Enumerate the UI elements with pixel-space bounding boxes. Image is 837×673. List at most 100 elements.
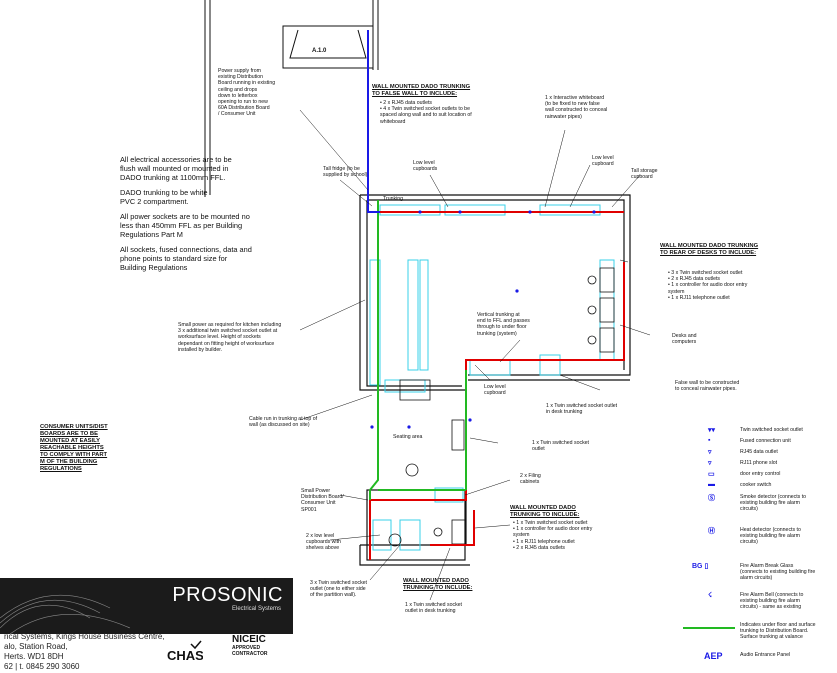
title-line: WALL MOUNTED DADO — [403, 578, 469, 584]
legend-text-line: RJ11 phone slot — [740, 460, 778, 466]
legend-text-line: (connects to existing building fire — [740, 569, 816, 575]
note-line: Low level — [484, 384, 506, 390]
logo-graphic — [0, 594, 131, 634]
note-line: Desks and — [672, 333, 697, 339]
note-line: 60A Distribution Board — [218, 105, 270, 112]
note-line: dependant on fitting height of worksurfa… — [178, 340, 275, 347]
fittings — [369, 204, 615, 551]
general-note-line: flush wall mounted or mounted in — [120, 164, 229, 173]
note-line: 2 x low level — [306, 533, 335, 539]
note-line: 1 x Twin switched socket — [405, 602, 462, 608]
general-note-line: All power sockets are to be mounted no — [120, 212, 250, 221]
general-note-line: Regulations Part M — [120, 230, 183, 239]
legend-text-line: existing building fire alarm — [740, 500, 800, 506]
note-line: supplied by school) — [323, 172, 368, 179]
address-line: rical Systems, Kings House Business Cent… — [4, 632, 165, 641]
list-item: • 2 x RJ45 data outlets — [513, 544, 565, 551]
general-note-line: PVC 2 compartment. — [120, 197, 189, 206]
trunking-note: Trunking — [383, 196, 403, 202]
note-line: outlet (one to either side — [310, 586, 366, 593]
legend-text-line: Twin switched socket outlet — [740, 427, 803, 433]
title-line: M OF THE BUILDING — [40, 459, 98, 465]
general-note-line: DADO trunking to be white — [120, 188, 208, 197]
company-tagline: Electrical Systems — [231, 606, 281, 612]
note-line: cupboard — [484, 390, 506, 397]
small-power-note: Small power as required for kitchen incl… — [178, 322, 281, 353]
list-item: • 1 x Twin switched socket outlet — [513, 520, 588, 526]
niceic-text: NICEIC — [232, 634, 266, 645]
note-line: to conceal rainwater pipes. — [675, 386, 737, 393]
false-wall-trunking-list: • 2 x RJ45 data outlets• 4 x Twin switch… — [380, 100, 472, 125]
note-line: Tall fridge (to be — [323, 166, 360, 172]
legend-text: door entry control — [740, 471, 780, 477]
note-line: worksurface level. Height of sockets — [178, 334, 261, 341]
desks — [388, 267, 615, 547]
legend-symbol: ▿ — [708, 460, 712, 467]
general-note-line: less than 450mm FFL as per Building — [120, 221, 243, 230]
legend-text-line: circuits) — [740, 506, 758, 512]
legend-symbol: ▿ — [708, 449, 712, 456]
note-line: rainwater pipes) — [545, 113, 582, 120]
legend-text-line: door entry control — [740, 471, 781, 477]
note-gap — [120, 272, 290, 278]
rear-desks-trunking-list: • 3 x Twin switched socket outlet• 2 x R… — [668, 270, 747, 301]
note-line: Board running in existing — [218, 80, 276, 87]
list-item: spaced along wall and to suit location o… — [380, 112, 472, 119]
note-line: installed by builder. — [178, 346, 223, 353]
legend-text-line: Fused connection unit — [740, 438, 791, 444]
legend-text-line: Fire Alarm Break Glass — [740, 563, 794, 569]
note-line: / Consumer Unit — [218, 111, 256, 118]
note-line: Tall storage — [631, 168, 658, 174]
legend-text-line: Surface trunking at valance — [740, 634, 803, 640]
legend-text: Audio Entrance Panel — [740, 652, 790, 658]
note-line: Distribution Board/ — [301, 494, 344, 501]
legend-symbol: Ⓗ — [708, 528, 715, 535]
legend-text-line: Audio Entrance Panel — [740, 652, 791, 658]
legend-text: Twin switched socket outlet — [740, 427, 803, 433]
title-line: REACHABLE HEIGHTS — [40, 445, 104, 451]
note-line: cupboard — [631, 174, 653, 181]
legend-text-line: existing building fire alarm — [740, 598, 800, 604]
note-line: (to be fixed to new false — [545, 101, 600, 108]
general-note-line: phone points to standard size for — [120, 254, 228, 263]
legend-text-line: circuits) — [740, 539, 758, 545]
whiteboard-note: 1 x Interactive whiteboard(to be fixed t… — [545, 95, 607, 120]
note-line: cupboard — [592, 161, 614, 168]
title-line: REGULATIONS — [40, 466, 82, 472]
legend-text-line: RJ45 data outlet — [740, 449, 778, 455]
note-line: of the partition wall). — [310, 592, 357, 599]
list-item: • 1 x controller for audio door entry — [513, 526, 593, 533]
legend-symbol: ☇ — [708, 592, 713, 599]
note-line: outlet in desk trunking — [405, 608, 456, 615]
general-note-line: Building Regulations — [120, 263, 188, 272]
note-line: Power supply from — [218, 68, 261, 74]
legend-symbol: ▪ — [708, 437, 711, 444]
note-line: computers — [672, 339, 697, 346]
general-note-line: All sockets, fused connections, data and — [120, 245, 252, 254]
note-line: cupboards — [413, 166, 438, 173]
note-line: ceiling and drops — [218, 86, 258, 93]
list-item: • 3 x Twin switched socket outlet — [668, 270, 743, 276]
title-line: TRUNKING TO INCLUDE: — [510, 511, 580, 518]
legend-text-line: circuits) - same as existing — [740, 604, 802, 610]
address-line: Herts. WD1 8DH — [4, 652, 64, 661]
company-logo: PROSONIC Electrical Systems — [0, 578, 293, 634]
title-line: BOARDS ARE TO BE — [40, 431, 98, 437]
note-line: 3 x additional twin switched socket outl… — [178, 328, 278, 335]
legend-text: RJ11 phone slot — [740, 460, 777, 466]
